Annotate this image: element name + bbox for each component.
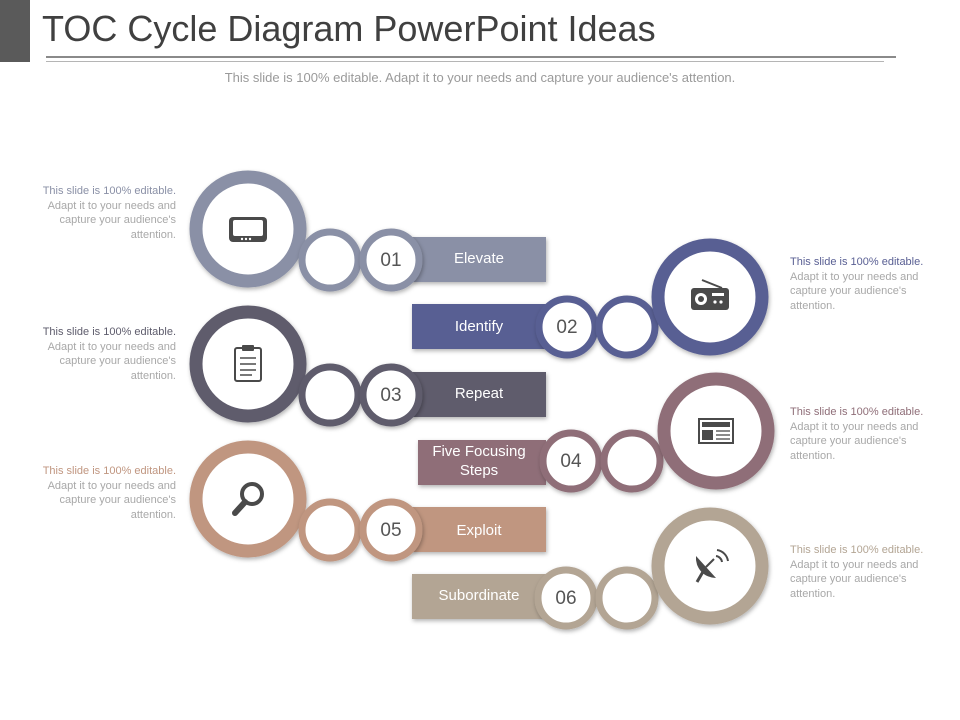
step-06-ring-large <box>651 507 769 625</box>
step-06-label-bar <box>412 574 546 619</box>
step-04-ring-small <box>600 429 664 493</box>
step-04-note-highlight: This slide is 100% editable. <box>790 406 924 418</box>
step-05-note-highlight: This slide is 100% editable. <box>42 465 176 477</box>
step-06-note-body: Adapt it to your needs and capture your … <box>790 558 919 600</box>
step-06-note: This slide is 100% editable. Adapt it to… <box>790 543 940 601</box>
step-02-note-highlight: This slide is 100% editable. <box>790 256 924 268</box>
step-01-ring-number <box>359 228 423 292</box>
radio-icon <box>691 279 729 310</box>
step-06-label: Subordinate <box>438 587 520 604</box>
step-05-ring-small <box>298 498 362 562</box>
step-02-ring-small <box>595 295 659 359</box>
magnifier-icon <box>232 482 264 516</box>
step-02-number: 02 <box>556 317 578 338</box>
clipboard-icon <box>234 345 262 382</box>
step-02-note: This slide is 100% editable. Adapt it to… <box>790 255 940 313</box>
step-01-note-body: Adapt it to your needs and capture your … <box>47 199 176 241</box>
step-03-number: 03 <box>380 385 402 406</box>
step-04-label-bar <box>418 440 546 485</box>
step-04-note-body: Adapt it to your needs and capture your … <box>790 420 919 462</box>
step-03-label: Repeat <box>454 385 504 402</box>
page-title: TOC Cycle Diagram PowerPoint Ideas <box>42 8 656 49</box>
step-01-note-highlight: This slide is 100% editable. <box>42 185 176 197</box>
step-03-note: This slide is 100% editable. Adapt it to… <box>26 325 176 383</box>
step-05-ring-number <box>359 498 423 562</box>
step-01-number: 01 <box>380 250 402 271</box>
step-01-label-bar <box>412 237 546 282</box>
step-06-note-highlight: This slide is 100% editable. <box>790 544 924 556</box>
step-02-label-bar <box>412 304 546 349</box>
step-05-number: 05 <box>380 520 402 541</box>
step-06-group <box>412 507 769 630</box>
title-underline-thin <box>46 61 884 62</box>
page-subtitle: This slide is 100% editable. Adapt it to… <box>224 70 736 85</box>
step-03-label-bar <box>412 372 546 417</box>
monitor-icon <box>229 217 267 242</box>
step-04-label: Five Focusing Steps <box>432 443 526 479</box>
step-02-ring-number <box>535 295 599 359</box>
step-01-note: This slide is 100% editable. Adapt it to… <box>26 184 176 242</box>
newspaper-icon <box>698 418 734 444</box>
step-04-note: This slide is 100% editable. Adapt it to… <box>790 405 940 463</box>
step-06-ring-number <box>534 566 598 630</box>
step-01-ring-small <box>298 228 362 292</box>
step-03-ring-number <box>359 363 423 427</box>
step-05-note-body: Adapt it to your needs and capture your … <box>47 479 176 521</box>
step-06-number: 06 <box>555 588 577 609</box>
title-accent-block <box>0 0 30 62</box>
title-underline <box>46 56 896 58</box>
step-04-number: 04 <box>560 451 582 472</box>
step-03-ring-small <box>298 363 362 427</box>
step-02-label: Identify <box>454 318 504 335</box>
step-03-note-body: Adapt it to your needs and capture your … <box>47 340 176 382</box>
step-02-note-body: Adapt it to your needs and capture your … <box>790 270 919 312</box>
step-05-label: Exploit <box>456 522 502 539</box>
step-01-label: Elevate <box>453 250 505 267</box>
step-01-group <box>189 170 546 292</box>
step-03-note-highlight: This slide is 100% editable. <box>42 326 176 338</box>
step-05-note: This slide is 100% editable. Adapt it to… <box>26 464 176 522</box>
satellite-dish-icon <box>695 549 729 583</box>
step-06-ring-small <box>595 566 659 630</box>
step-04-ring-number <box>539 429 603 493</box>
step-05-label-bar <box>412 507 546 552</box>
